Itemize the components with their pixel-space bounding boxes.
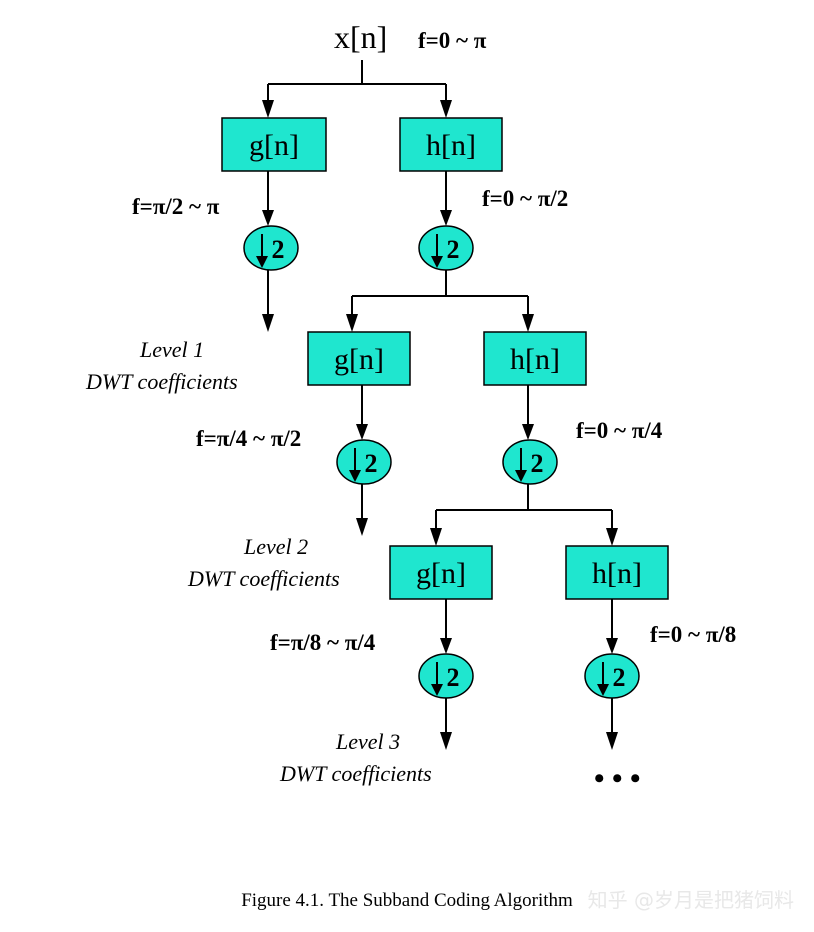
band-label-l3-h: f=0 ~ π/8 xyxy=(650,622,736,647)
downsampler-l1-h: 2 xyxy=(418,225,474,271)
band-label-l3-g: f=π/8 ~ π/4 xyxy=(270,630,376,655)
arrow-level1-out xyxy=(262,270,274,332)
arrow-level2-out xyxy=(356,484,368,536)
downsample-factor: 2 xyxy=(272,235,285,264)
downsampler-l2-h: 2 xyxy=(502,439,558,485)
input-signal-label: x[n] xyxy=(334,19,387,55)
arrow-h2-to-ds xyxy=(522,385,534,440)
filter-label: g[n] xyxy=(249,129,299,162)
level1-coeffs: DWT coefficients xyxy=(85,369,238,394)
highpass-filter-level1: h[n] xyxy=(399,117,503,172)
arrow-to-g3 xyxy=(430,510,442,546)
arrow-continue-out xyxy=(606,698,618,750)
figure-caption: Figure 4.1. The Subband Coding Algorithm xyxy=(241,890,573,911)
lowpass-filter-level2: g[n] xyxy=(307,331,411,386)
filter-label: h[n] xyxy=(426,129,476,162)
downsampler-l1-g: 2 xyxy=(243,225,299,271)
arrow-h3-to-ds xyxy=(606,599,618,654)
band-label-l1-h: f=0 ~ π/2 xyxy=(482,186,568,211)
level2-coeffs: DWT coefficients xyxy=(187,566,340,591)
highpass-filter-level2: h[n] xyxy=(483,331,587,386)
arrow-g3-to-ds xyxy=(440,599,452,654)
downsample-factor: 2 xyxy=(447,235,460,264)
arrow-to-g2 xyxy=(346,296,358,332)
highpass-filter-level3: h[n] xyxy=(565,545,669,600)
input-band-label: f=0 ~ π xyxy=(418,28,487,53)
filter-label: g[n] xyxy=(334,343,384,376)
downsampler-l2-g: 2 xyxy=(336,439,392,485)
level3-title: Level 3 xyxy=(335,729,400,754)
filter-label: h[n] xyxy=(592,557,642,590)
arrow-g2-to-ds xyxy=(356,385,368,440)
arrow-to-h1 xyxy=(440,84,452,118)
arrow-to-h3 xyxy=(606,510,618,546)
level2-title: Level 2 xyxy=(243,534,308,559)
band-label-l1-g: f=π/2 ~ π xyxy=(132,194,220,219)
arrow-g1-to-ds xyxy=(262,171,274,226)
filter-label: g[n] xyxy=(416,557,466,590)
downsample-factor: 2 xyxy=(613,663,626,692)
downsample-factor: 2 xyxy=(447,663,460,692)
lowpass-filter-level1: g[n] xyxy=(221,117,327,172)
band-label-l2-g: f=π/4 ~ π/2 xyxy=(196,426,301,451)
level3-coeffs: DWT coefficients xyxy=(279,761,432,786)
watermark: 知乎 @岁月是把猪饲料 xyxy=(587,888,794,912)
arrow-h1-to-ds xyxy=(440,171,452,226)
level1-title: Level 1 xyxy=(139,337,204,362)
downsample-factor: 2 xyxy=(365,449,378,478)
downsampler-l3-g: 2 xyxy=(418,653,474,699)
downsample-factor: 2 xyxy=(531,449,544,478)
filter-label: h[n] xyxy=(510,343,560,376)
arrow-to-g1 xyxy=(262,84,274,118)
lowpass-filter-level3: g[n] xyxy=(389,545,493,600)
continuation-dots: • • • xyxy=(594,762,641,795)
band-label-l2-h: f=0 ~ π/4 xyxy=(576,418,663,443)
arrow-to-h2 xyxy=(522,296,534,332)
arrow-level3-out xyxy=(440,698,452,750)
downsampler-l3-h: 2 xyxy=(584,653,640,699)
